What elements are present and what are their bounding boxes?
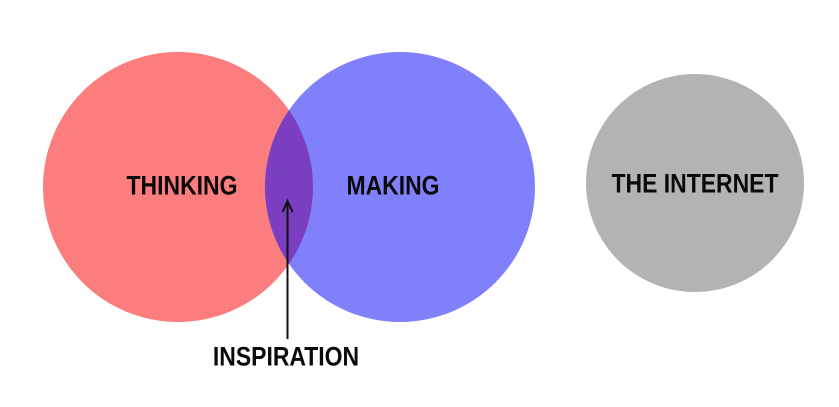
inspiration-label: INSPIRATION <box>212 341 360 372</box>
inspiration-arrow <box>281 198 294 339</box>
thinking-circle <box>43 52 313 322</box>
internet-label: THE INTERNET <box>611 168 779 199</box>
making-circle <box>265 52 535 322</box>
making-label: MAKING <box>346 170 440 201</box>
internet-circle <box>586 74 804 292</box>
inspiration-arrowhead-icon <box>281 198 294 213</box>
thinking-label: THINKING <box>126 170 238 201</box>
